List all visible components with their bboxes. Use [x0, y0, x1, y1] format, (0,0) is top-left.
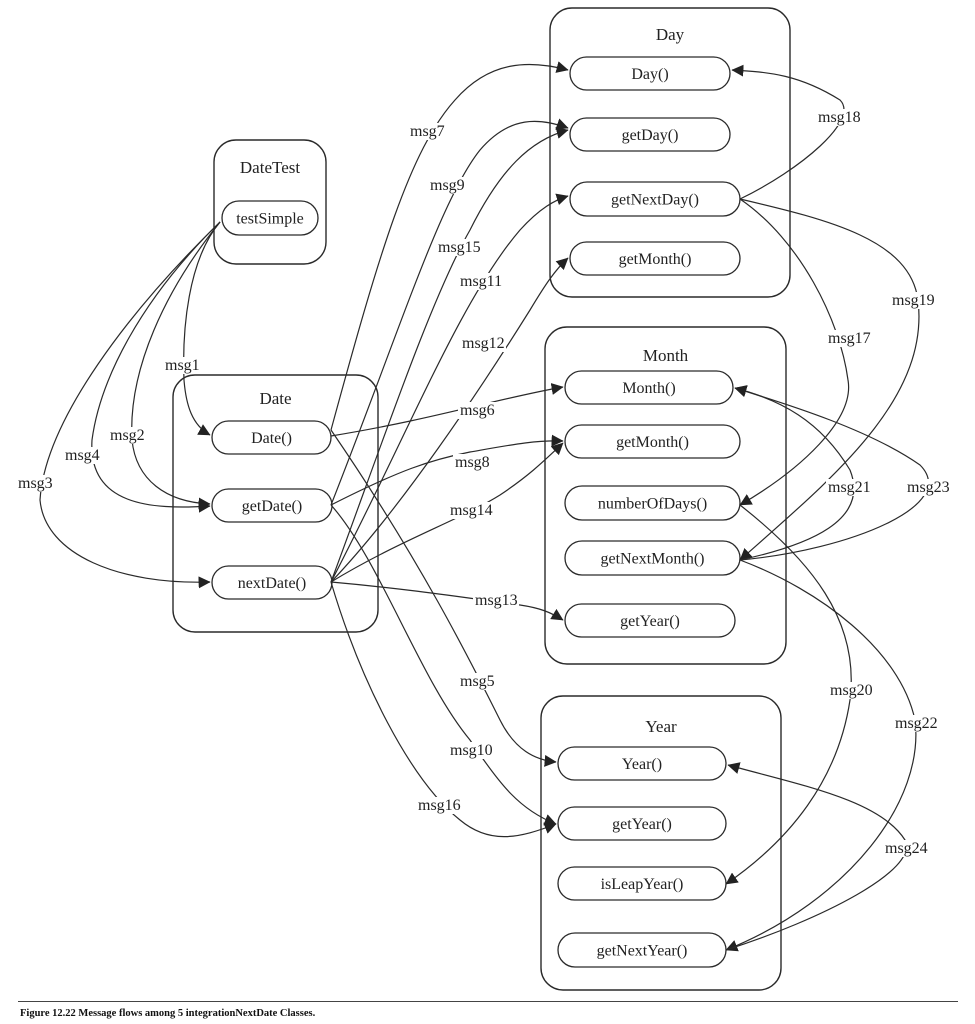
- message-arrow-msg3: [39, 221, 221, 589]
- class-title-month: Month: [643, 346, 689, 365]
- message-label-msg16: msg16: [418, 797, 461, 814]
- method-label-nextDate: nextDate(): [238, 575, 306, 592]
- class-title-day: Day: [656, 25, 685, 44]
- message-label-msg19: msg19: [892, 292, 935, 309]
- message-label-msg2: msg2: [110, 427, 145, 444]
- label-bg-msg21: [826, 479, 872, 496]
- method-label-Day: Day(): [631, 66, 668, 83]
- label-bg-msg22: [893, 715, 939, 732]
- message-label-msg1: msg1: [165, 357, 200, 374]
- label-bg-msg19: [890, 292, 936, 309]
- label-bg-msg14: [448, 502, 494, 519]
- message-arrow-msg17: [739, 198, 850, 506]
- message-label-msg4: msg4: [65, 447, 100, 464]
- label-bg-msg20: [828, 682, 874, 699]
- message-arrow-msg10: [330, 504, 557, 826]
- method-box-Month: [564, 370, 734, 405]
- message-label-msg11: msg11: [460, 273, 502, 290]
- method-label-getDate: getDate(): [242, 498, 302, 515]
- message-arrow-msg14: [330, 442, 564, 583]
- message-label-msg7: msg7: [410, 123, 445, 140]
- message-arrow-msg4: [91, 221, 221, 513]
- method-label-testSimple: testSimple: [236, 211, 304, 228]
- message-label-msg3: msg3: [18, 475, 53, 492]
- label-bg-msg24: [883, 840, 929, 857]
- method-box-Day: [569, 56, 731, 91]
- message-arrow-msg21: [734, 385, 855, 561]
- method-label-getNextMonth: getNextMonth(): [601, 551, 705, 568]
- message-arrow-msg15: [330, 127, 569, 583]
- message-label-msg5: msg5: [460, 673, 495, 690]
- label-bg-msg18: [816, 109, 862, 126]
- class-title-datetest: DateTest: [240, 158, 300, 177]
- label-bg-msg4: [63, 447, 109, 464]
- label-bg-msg1: [163, 357, 209, 374]
- method-box-getMonthM: [564, 424, 741, 459]
- message-arrow-msg18: [731, 64, 845, 200]
- method-label-getYearM: getYear(): [620, 613, 680, 630]
- method-box-getYearM: [564, 603, 736, 638]
- message-arrow-msg12: [330, 257, 569, 583]
- message-label-msg23: msg23: [907, 479, 950, 496]
- method-box-Date: [211, 420, 332, 455]
- method-label-getDay: getDay(): [622, 127, 679, 144]
- method-label-getMonthM: getMonth(): [616, 434, 689, 451]
- label-bg-msg12: [460, 335, 506, 352]
- message-label-msg6: msg6: [460, 402, 495, 419]
- class-title-date: Date: [259, 389, 291, 408]
- label-bg-msg11: [458, 273, 504, 290]
- message-label-msg18: msg18: [818, 109, 861, 126]
- message-label-msg13: msg13: [475, 592, 518, 609]
- message-label-msg15: msg15: [438, 239, 481, 256]
- message-arrow-msg23: [734, 385, 929, 561]
- method-label-getNextDay: getNextDay(): [611, 192, 699, 209]
- message-label-msg12: msg12: [462, 335, 505, 352]
- label-bg-msg8: [453, 454, 499, 471]
- method-label-Year: Year(): [622, 756, 662, 773]
- label-bg-msg6: [458, 402, 504, 419]
- label-bg-msg7: [408, 123, 454, 140]
- method-box-getDay: [569, 117, 731, 152]
- label-bg-msg16: [416, 797, 462, 814]
- method-label-getNextYear: getNextYear(): [597, 943, 688, 960]
- method-label-getMonthD: getMonth(): [619, 251, 692, 268]
- label-bg-msg17: [826, 330, 872, 347]
- method-label-numberOfDays: numberOfDays(): [598, 496, 707, 513]
- message-label-msg9: msg9: [430, 177, 465, 194]
- figure-caption: Figure 12.22 Message flows among 5 integ…: [20, 1008, 316, 1019]
- label-bg-msg3: [16, 475, 62, 492]
- method-box-Year: [557, 746, 727, 781]
- label-bg-msg13: [473, 592, 519, 609]
- message-arrow-msg7: [330, 61, 569, 431]
- message-arrow-msg11: [330, 193, 569, 583]
- message-label-msg14: msg14: [450, 502, 493, 519]
- message-label-msg17: msg17: [828, 330, 871, 347]
- message-label-msg22: msg22: [895, 715, 938, 732]
- method-label-getYearY: getYear(): [612, 816, 672, 833]
- method-label-isLeapYear: isLeapYear(): [601, 876, 684, 893]
- method-box-getMonthD: [569, 241, 741, 276]
- message-arrow-msg8: [330, 434, 564, 506]
- label-bg-msg23: [905, 479, 951, 496]
- label-bg-msg9: [428, 177, 474, 194]
- class-title-year: Year: [645, 717, 677, 736]
- method-label-Month: Month(): [622, 380, 675, 397]
- label-bg-msg5: [458, 673, 504, 690]
- label-bg-msg2: [108, 427, 154, 444]
- message-arrow-msg20: [725, 504, 852, 885]
- method-box-getYearY: [557, 806, 727, 841]
- message-label-msg20: msg20: [830, 682, 873, 699]
- message-label-msg21: msg21: [828, 479, 871, 496]
- method-label-Date: Date(): [251, 430, 292, 447]
- message-arrow-msg2: [131, 221, 221, 510]
- caption-rule: [18, 1001, 958, 1002]
- label-bg-msg10: [448, 742, 494, 759]
- label-bg-msg15: [436, 239, 482, 256]
- message-label-msg24: msg24: [885, 840, 928, 857]
- message-label-msg10: msg10: [450, 742, 493, 759]
- method-box-testSimple: [221, 200, 319, 236]
- message-label-msg8: msg8: [455, 454, 490, 471]
